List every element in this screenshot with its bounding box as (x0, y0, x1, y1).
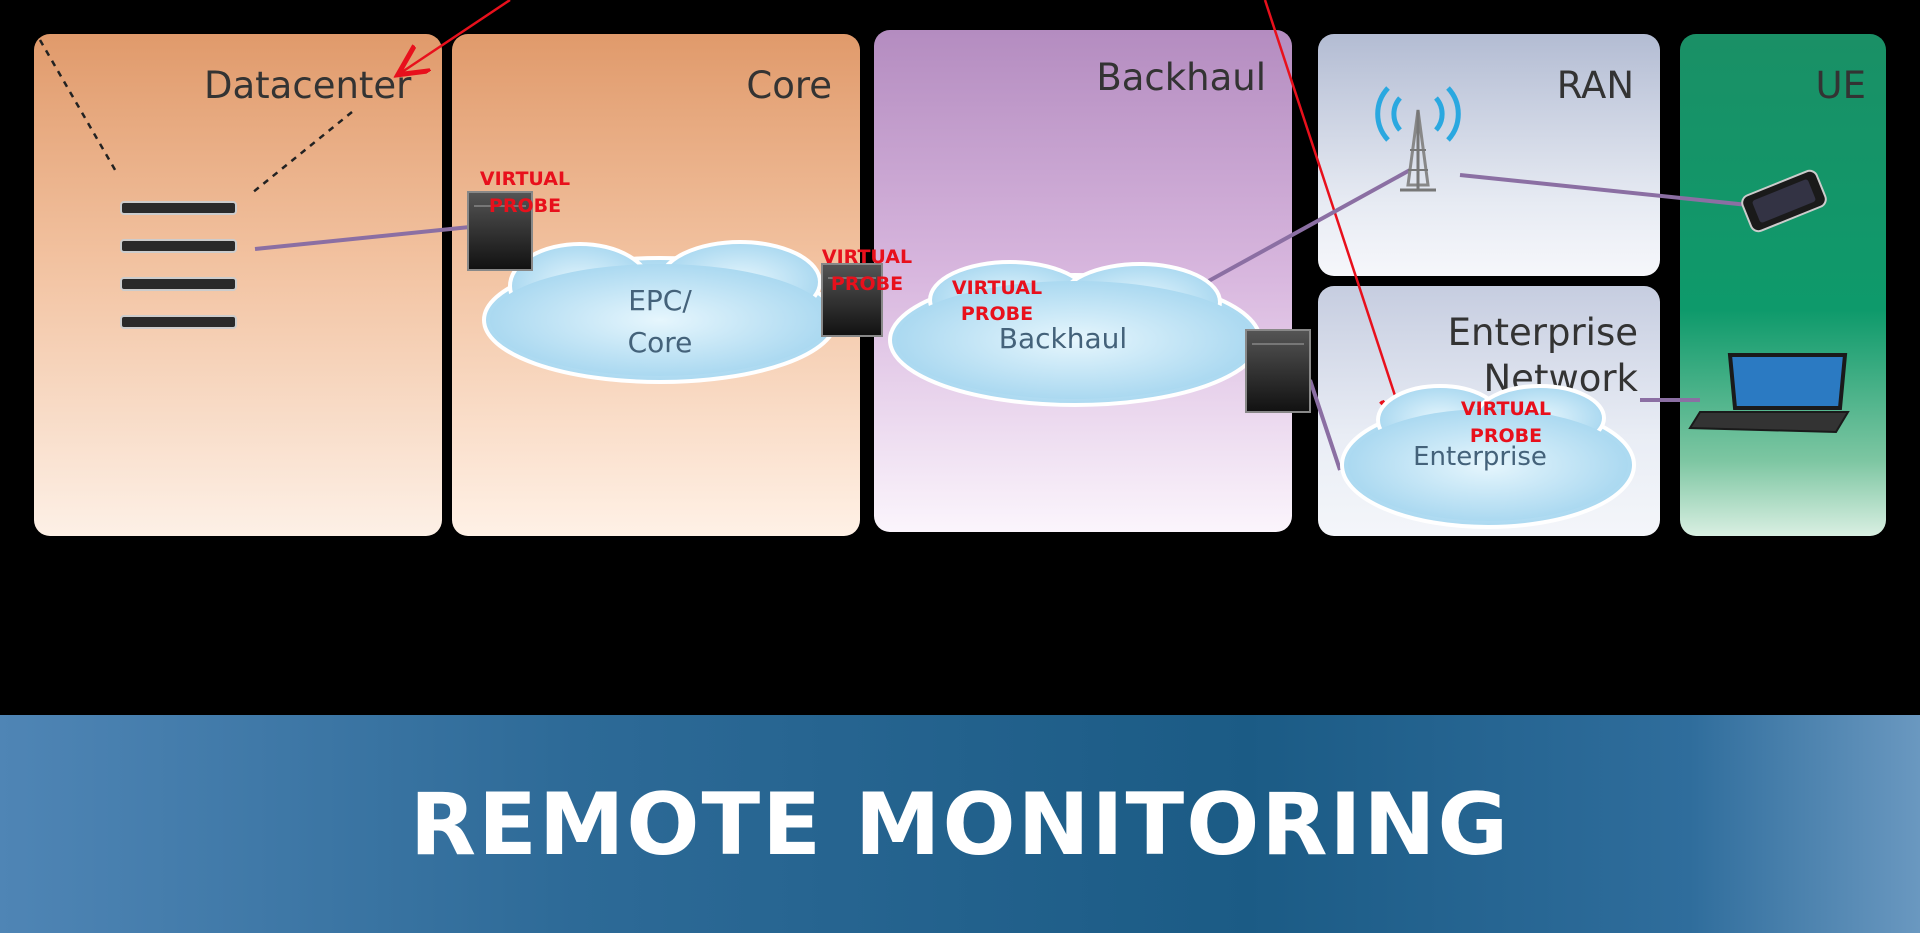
laptop-icon (1688, 353, 1850, 434)
svg-text:PROBE: PROBE (1470, 425, 1542, 447)
server-rack-icon (120, 201, 237, 329)
svg-text:VIRTUAL: VIRTUAL (952, 277, 1042, 299)
footer-banner: REMOTE MONITORING (0, 715, 1920, 933)
datacenter-title: Datacenter (204, 64, 412, 107)
ue-title: UE (1815, 64, 1866, 107)
backhaul-cloud: Backhaul (888, 260, 1262, 407)
svg-text:VIRTUAL: VIRTUAL (480, 168, 570, 190)
datacenter-arrow (402, 0, 511, 72)
link-lines (254, 168, 1749, 471)
enterprise-network-title: Enterprise Network (1447, 311, 1638, 400)
core-title: Core (746, 64, 832, 107)
ran-panel: RAN (1318, 34, 1660, 276)
diagram-overlay: EPC/ Core Backhaul Enterprise (38, 0, 1850, 529)
probe-box-2-icon (821, 263, 883, 337)
virtual-probe-label-4: VIRTUAL PROBE (1461, 398, 1551, 447)
epc-cloud-label-1: EPC/ (628, 284, 692, 317)
svg-text:PROBE: PROBE (831, 273, 903, 295)
cell-tower-icon (1375, 86, 1461, 192)
svg-text:VIRTUAL: VIRTUAL (822, 246, 912, 268)
backhaul-title: Backhaul (1096, 56, 1266, 99)
enterprise-cloud: Enterprise (1340, 384, 1636, 529)
backhaul-cloud-label: Backhaul (999, 322, 1127, 355)
virtual-probe-label-2: VIRTUAL PROBE (822, 246, 912, 295)
probe-box-1-icon (467, 191, 533, 271)
virtual-probe-label-1: VIRTUAL PROBE (480, 168, 570, 217)
smartphone-icon (1741, 169, 1827, 233)
epc-cloud-label-2: Core (628, 326, 693, 359)
svg-text:PROBE: PROBE (489, 195, 561, 217)
svg-text:PROBE: PROBE (961, 303, 1033, 325)
probe-box-3-icon (1245, 329, 1311, 413)
datacenter-panel: Datacenter (34, 34, 442, 536)
epc-core-cloud: EPC/ Core (482, 240, 838, 384)
svg-text:VIRTUAL: VIRTUAL (1461, 398, 1551, 420)
ran-title: RAN (1556, 64, 1634, 107)
enterprise-cloud-label: Enterprise (1413, 442, 1547, 472)
footer-title: REMOTE MONITORING (409, 775, 1511, 875)
ue-panel: UE (1680, 34, 1886, 536)
virtual-probe-label-3: VIRTUAL PROBE (952, 277, 1042, 325)
datacenter-dashed-lines (38, 39, 353, 194)
